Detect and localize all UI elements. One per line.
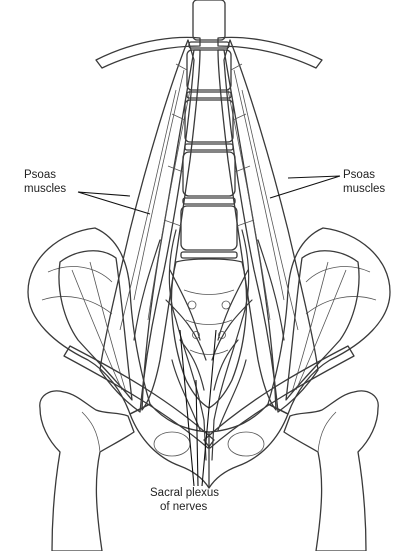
lower-rib bbox=[96, 37, 200, 68]
lower-rib-right bbox=[218, 37, 322, 68]
right-femur bbox=[284, 391, 378, 551]
psoas-left-line2: muscles bbox=[24, 183, 66, 195]
psoas-right-line1: Psoas bbox=[343, 169, 375, 181]
pelvis bbox=[28, 228, 390, 488]
leader-psoas-right bbox=[270, 176, 340, 198]
label-psoas-left: Psoas muscles bbox=[24, 169, 66, 195]
left-femur bbox=[40, 391, 134, 551]
sacral-line1: Sacral plexus bbox=[150, 487, 219, 499]
right-iliac-wing bbox=[268, 228, 390, 414]
lumbar-spine bbox=[164, 0, 254, 258]
label-psoas-right: Psoas muscles bbox=[343, 169, 385, 195]
sacral-line2: of nerves bbox=[160, 501, 208, 513]
left-iliac-wing bbox=[28, 228, 150, 414]
psoas-right-line2: muscles bbox=[343, 183, 385, 195]
left-psoas-muscle bbox=[100, 40, 200, 412]
label-sacral-plexus: Sacral plexus of nerves bbox=[150, 487, 219, 513]
sacrum bbox=[171, 259, 246, 408]
right-psoas-muscle bbox=[218, 40, 318, 412]
sacral-plexus-nerves bbox=[134, 230, 284, 460]
psoas-left-line1: Psoas bbox=[24, 169, 56, 181]
